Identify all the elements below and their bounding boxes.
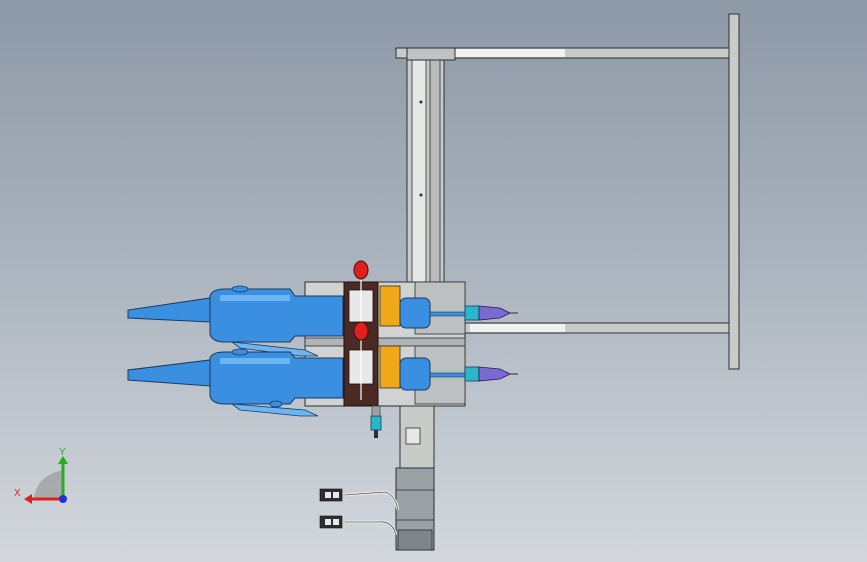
rail-inner-right — [429, 59, 441, 283]
connector-upper-pin — [325, 492, 331, 498]
connector-lower-pin — [333, 519, 339, 525]
rail-top-cap — [406, 47, 456, 61]
red-indicator-top[interactable] — [353, 260, 369, 280]
indicator-lamps[interactable] — [353, 260, 369, 341]
tool-lower-shaft — [429, 372, 466, 378]
tool-upper-nozzle-cone — [127, 297, 211, 323]
tool-lower-knob-bottom — [269, 400, 283, 408]
tool-upper-shaft — [429, 311, 466, 317]
orientation-triad[interactable]: Y X — [14, 447, 68, 504]
frame-right-post — [728, 13, 740, 370]
valve-orange-bottom — [379, 345, 401, 389]
rail-bolt — [419, 193, 423, 197]
tool-lower-highlight — [220, 358, 290, 364]
triad-xy-plane — [34, 470, 63, 499]
tool-upper-coupler — [464, 305, 480, 321]
rail-inner-left — [411, 59, 427, 283]
air-fitting[interactable] — [370, 405, 382, 438]
triad-x-arrow — [24, 494, 32, 504]
fitting-stem — [374, 430, 378, 438]
tool-lower-knob — [231, 348, 249, 356]
tool-lower-right-body — [399, 357, 431, 391]
triad-z-axis — [59, 495, 67, 503]
connector-upper-pin — [333, 492, 339, 498]
drive-motor[interactable] — [395, 405, 435, 551]
red-indicator-bottom[interactable] — [353, 321, 369, 341]
tool-upper-tip — [478, 305, 511, 321]
tool-upper-bracket — [230, 341, 319, 357]
triad-y-arrow — [58, 456, 68, 464]
tool-lower-bracket — [230, 403, 319, 417]
vertical-rail[interactable] — [406, 47, 456, 284]
carriage-divider — [304, 337, 466, 347]
cable-upper-outline — [344, 491, 399, 511]
triad-x-label: X — [14, 488, 21, 499]
connector-lower-pin — [325, 519, 331, 525]
spray-tool-upper[interactable] — [127, 285, 518, 357]
triad-y-label: Y — [59, 447, 66, 458]
motor-end-cap — [397, 529, 433, 551]
tool-lower-coupler — [464, 366, 480, 382]
tool-lower-nozzle-cone — [127, 359, 211, 387]
valve-body[interactable] — [343, 280, 401, 407]
fitting-body — [370, 415, 382, 431]
cable-harness[interactable] — [319, 488, 400, 536]
tool-upper-knob — [231, 285, 249, 293]
tool-upper-right-body — [399, 297, 431, 329]
fitting-cap — [371, 405, 381, 417]
motor-mount-slot — [405, 427, 421, 445]
support-frame[interactable] — [395, 13, 740, 370]
cable-lower-outline — [345, 521, 397, 536]
spray-tool-lower[interactable] — [127, 348, 518, 417]
rail-bolt — [419, 100, 423, 104]
valve-orange-top — [379, 285, 401, 327]
frame-top-beam-highlight — [455, 49, 565, 57]
tool-lower-tip — [478, 366, 511, 382]
tool-lower-body — [209, 351, 344, 405]
frame-mid-beam-highlight — [470, 324, 565, 332]
tool-upper-highlight — [220, 295, 290, 301]
tool-upper-body — [209, 288, 344, 343]
